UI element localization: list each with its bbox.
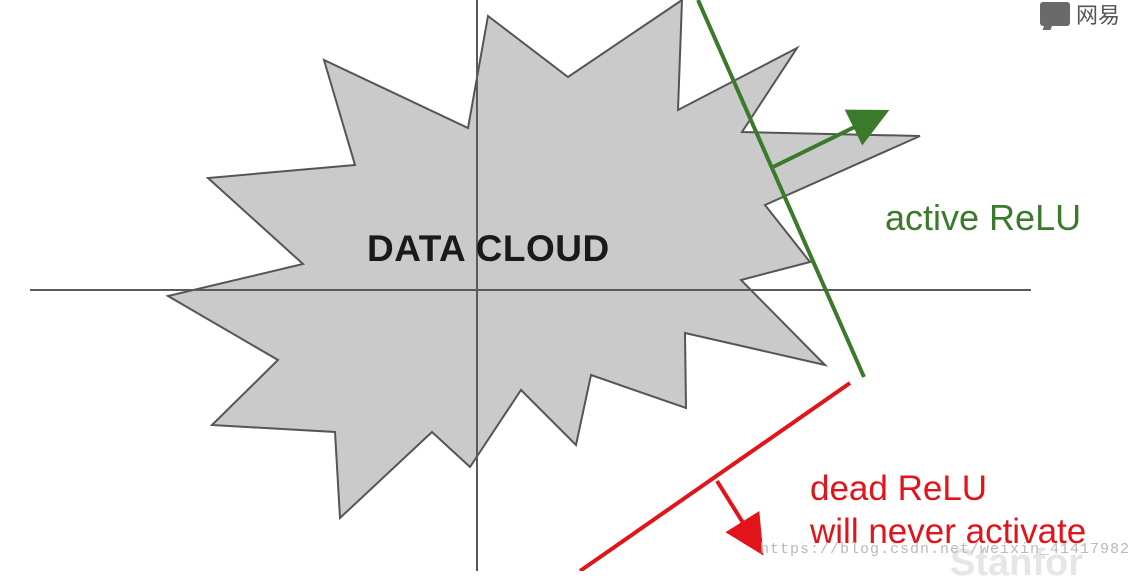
netease-logo: 网易 xyxy=(1040,0,1120,28)
csdn-watermark: https://blog.csdn.net/weixin_41417982 xyxy=(760,541,1131,558)
dead-relu-normal-arrow xyxy=(715,479,764,556)
diagram-canvas xyxy=(30,0,1031,571)
dead-relu-label-line2: will never activate xyxy=(810,512,1087,551)
chat-bubble-icon xyxy=(1040,2,1070,26)
dead-relu-boundary xyxy=(578,381,852,571)
data-cloud-shape xyxy=(165,0,921,521)
logo-text: 网易 xyxy=(1076,3,1121,28)
active-relu-label: active ReLU xyxy=(885,197,1082,238)
active-relu-normal-arrow xyxy=(772,109,890,169)
data-cloud-label: DATA CLOUD xyxy=(367,228,610,269)
dead-relu-label-line1: dead ReLU xyxy=(810,469,988,508)
dead-relu-label: dead ReLU will never activate xyxy=(810,467,1086,553)
active-relu-boundary xyxy=(696,0,866,378)
